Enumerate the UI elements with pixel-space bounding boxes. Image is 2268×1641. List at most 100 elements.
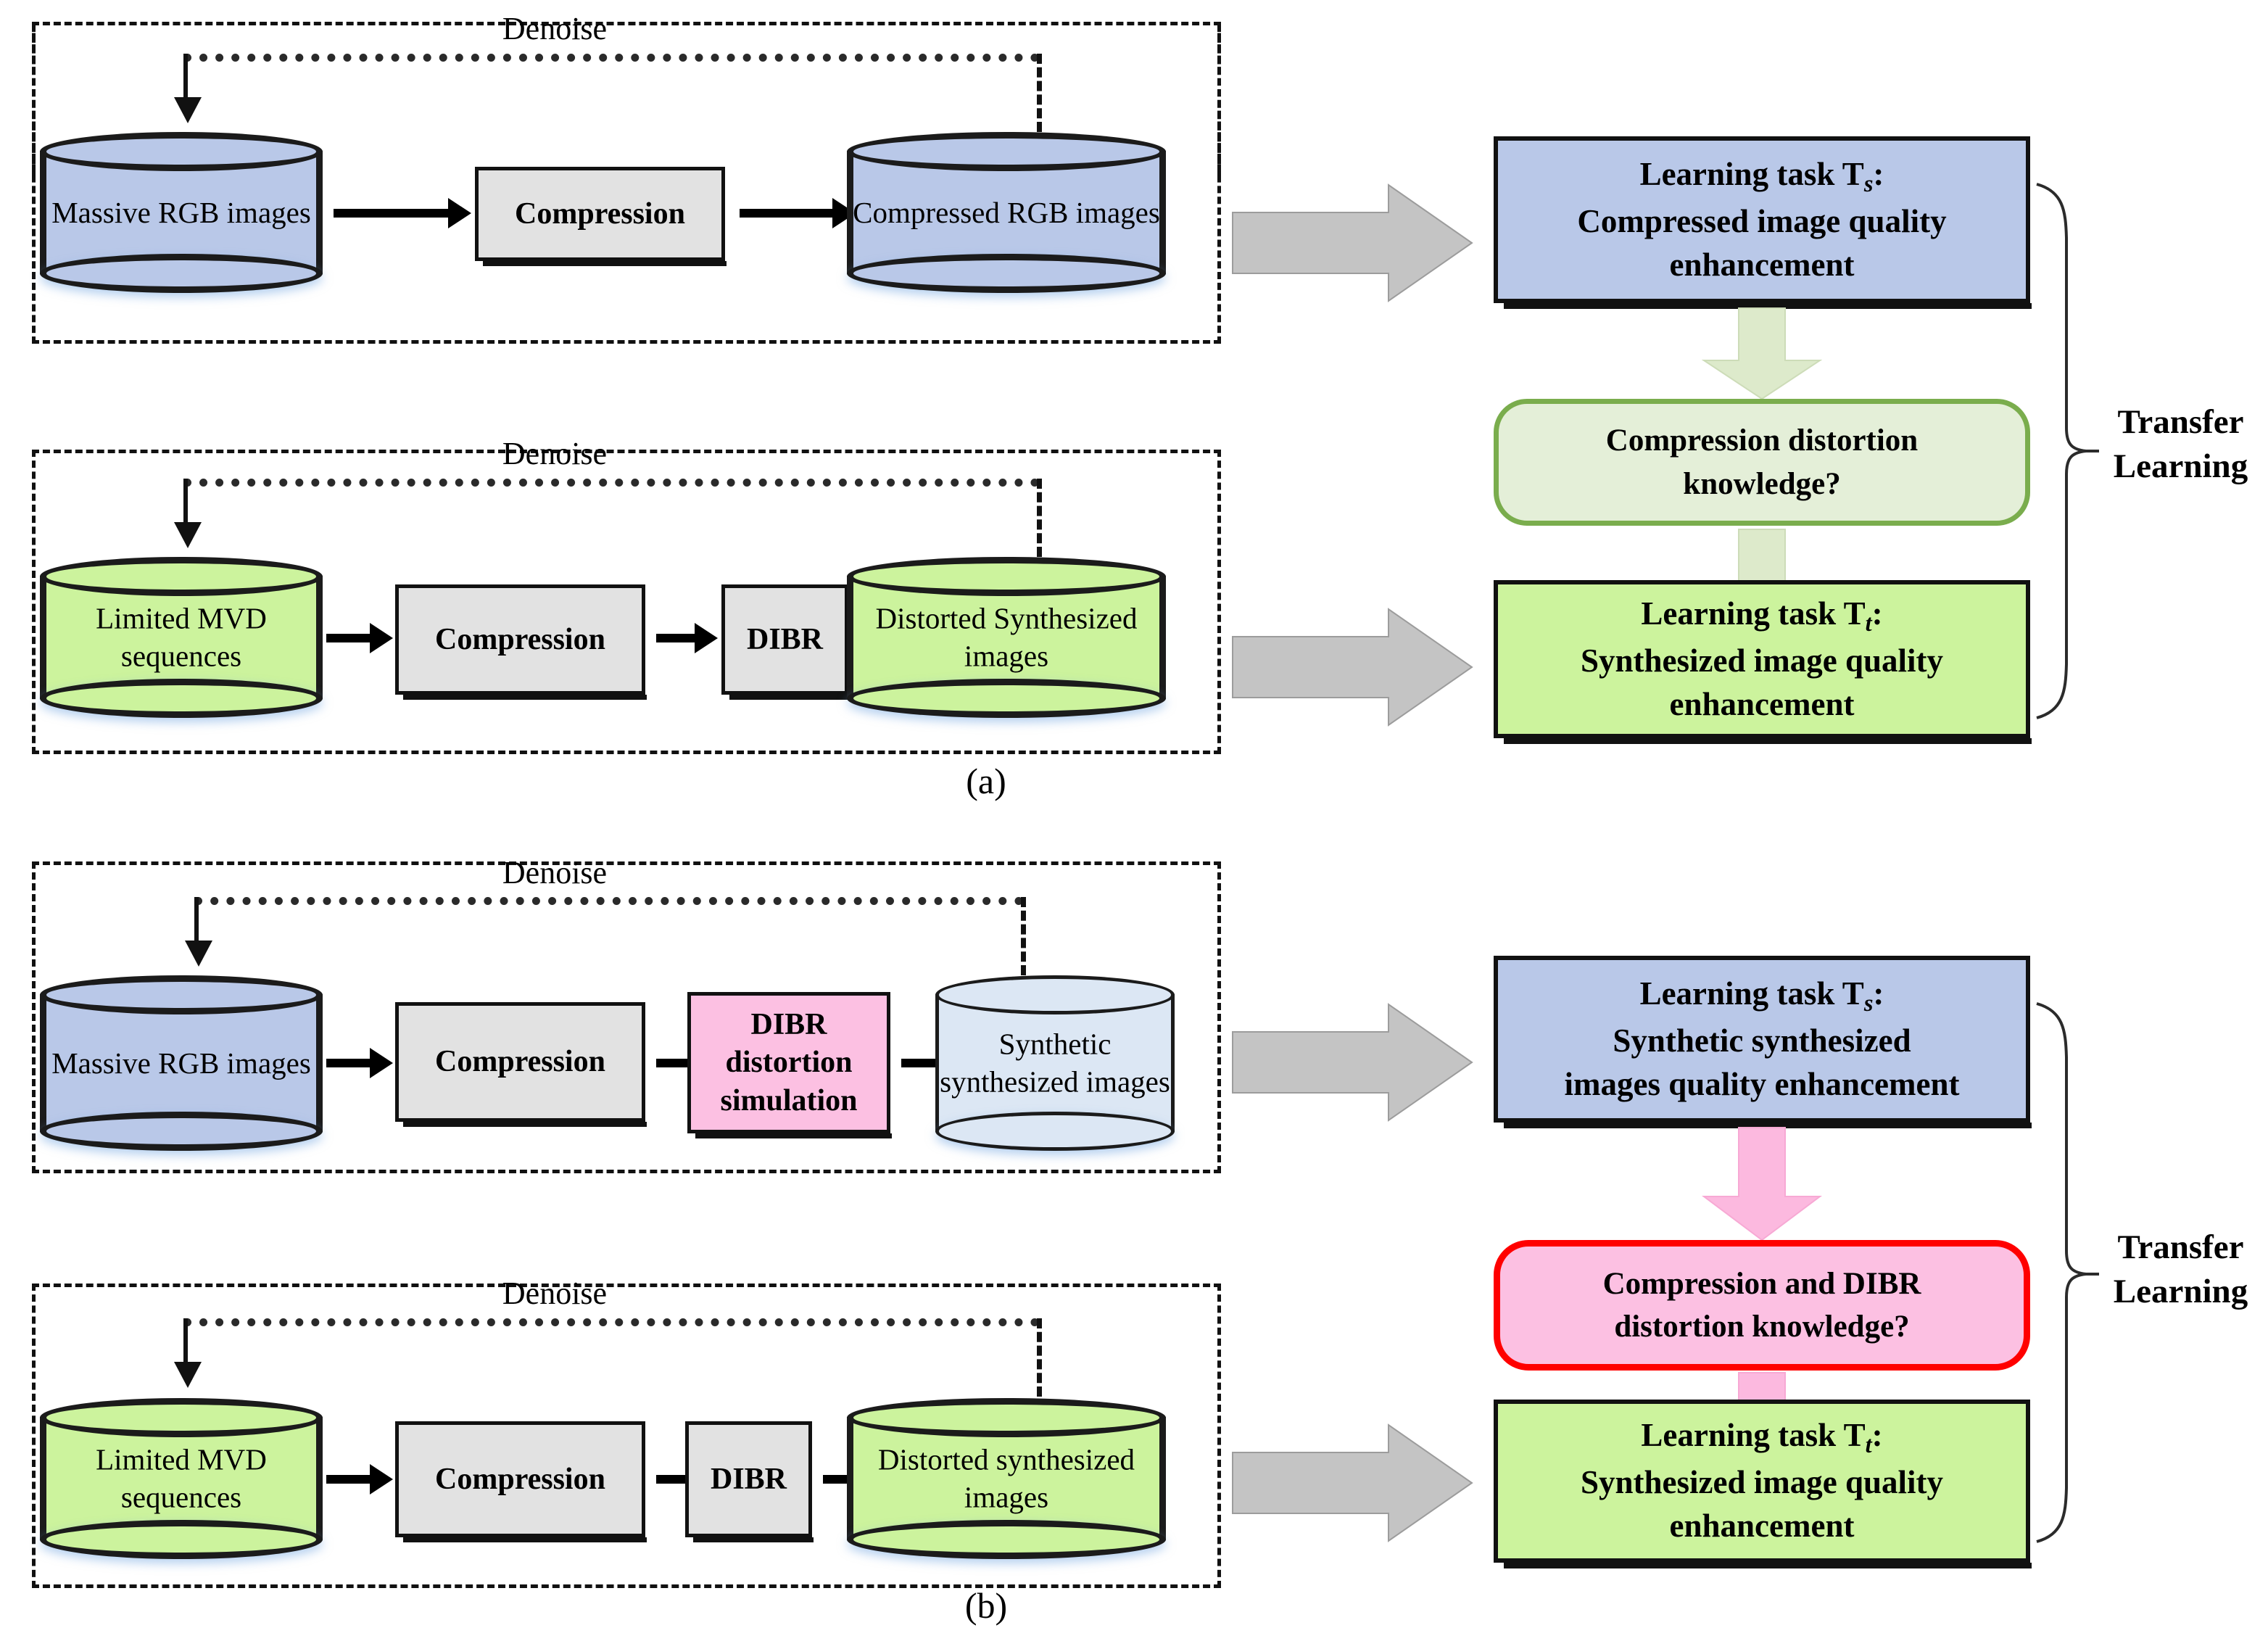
process-label: Compression	[515, 197, 685, 231]
block-arrow-a-source-to-task	[1232, 183, 1473, 302]
task-line-2: Compressed image quality	[1577, 202, 1947, 239]
arrow-dibr-sim-to-synthetic-b	[901, 1059, 941, 1067]
transfer-learning-brace-a	[2034, 181, 2099, 719]
cylinder-top-ellipse	[847, 557, 1166, 596]
task-line-1-tail: :	[1871, 595, 1883, 632]
cylinder-bottom-ellipse	[935, 1112, 1175, 1151]
cylinder-bottom-ellipse	[847, 679, 1166, 718]
panel-a-target-dashed-container	[32, 450, 1221, 754]
process-label: DIBR	[746, 622, 824, 656]
cylinder-top-ellipse	[847, 1398, 1166, 1437]
process-dibr-a-target: DIBR	[721, 584, 850, 700]
denoise-dotted-line-a-source	[183, 54, 1039, 62]
knowledge-box-b: Compression and DIBR distortion knowledg…	[1494, 1240, 2030, 1371]
denoise-dash-drop-a-source	[1037, 54, 1042, 132]
cylinder-label: Limited MVD sequences	[96, 601, 267, 673]
cylinder-massive-rgb-images-a: Massive RGB images	[40, 132, 323, 293]
task-line-1-tail: :	[1873, 155, 1884, 192]
process-label: Compression	[435, 1462, 605, 1496]
denoise-dotted-line-b-source	[194, 897, 1023, 905]
knowledge-arrow-down-b-top	[1702, 1127, 1822, 1241]
panel-caption-a: (a)	[966, 761, 1006, 801]
denoise-dotted-line-a-target	[183, 479, 1039, 487]
knowledge-line-2: distortion knowledge?	[1614, 1310, 1910, 1344]
cylinder-synthetic-synthesized-images-b: Synthetic synthesized images	[935, 975, 1175, 1151]
task-box-text: Learning task Tt: Synthesized image qual…	[1581, 1414, 1943, 1548]
knowledge-arrow-down-a-top	[1701, 307, 1823, 400]
cylinder-bottom-ellipse	[40, 1112, 323, 1151]
task-line-2: Synthetic synthesized	[1613, 1022, 1911, 1059]
process-dibr-distortion-simulation-b: DIBR distortion simulation	[687, 992, 892, 1138]
task-line-1: Learning task T	[1641, 1417, 1866, 1454]
task-line-3: enhancement	[1669, 1508, 1855, 1545]
brace-line-1: Transfer	[2117, 403, 2244, 441]
cylinder-bottom-ellipse	[40, 679, 323, 718]
knowledge-line-1: Compression and DIBR	[1602, 1266, 1921, 1301]
cylinder-limited-mvd-sequences-a: Limited MVD sequences	[40, 557, 323, 718]
task-line-3: enhancement	[1669, 685, 1855, 722]
task-line-1-tail: :	[1871, 1417, 1883, 1454]
cylinder-bottom-ellipse	[40, 254, 323, 293]
arrow-compression-to-dibr-sim-b	[656, 1059, 696, 1067]
denoise-dash-drop-a-target	[1037, 479, 1042, 557]
denoise-dash-drop-b-source	[1021, 897, 1026, 975]
task-line-3: images quality enhancement	[1564, 1065, 1960, 1102]
knowledge-line-1: Compression distortion	[1605, 423, 1919, 458]
task-box-target-a: Learning task Tt: Synthesized image qual…	[1494, 580, 2032, 744]
cylinder-body	[40, 994, 323, 1132]
denoise-label-b-source: Denoise	[502, 855, 608, 890]
task-subscript: s	[1863, 170, 1874, 197]
task-line-1: Learning task T	[1639, 975, 1864, 1012]
task-box-source-b: Learning task Ts: Synthetic synthesized …	[1494, 956, 2032, 1128]
task-box-text: Learning task Ts: Compressed image quali…	[1577, 153, 1946, 287]
process-label: DIBR	[710, 1462, 787, 1496]
process-label: Compression	[435, 1045, 605, 1079]
cylinder-label: Compressed RGB images	[853, 195, 1160, 229]
cylinder-limited-mvd-sequences-b: Limited MVD sequences	[40, 1398, 323, 1559]
task-box-target-b: Learning task Tt: Synthesized image qual…	[1494, 1400, 2032, 1568]
panel-b-target-dashed-container	[32, 1284, 1221, 1588]
brace-line-1: Transfer	[2117, 1228, 2244, 1266]
cylinder-distorted-synthesized-images-a: Distorted Synthesized images	[847, 557, 1166, 718]
arrow-rgb-to-compression-b	[326, 1059, 371, 1067]
cylinder-top-ellipse	[935, 975, 1175, 1014]
denoise-arrow-down-a-source	[174, 54, 202, 123]
knowledge-text: Compression distortion knowledge?	[1606, 419, 1918, 505]
cylinder-top-ellipse	[40, 975, 323, 1014]
arrow-compression-to-compressed-a	[740, 209, 834, 218]
arrow-compression-to-dibr-a	[656, 634, 696, 642]
brace-line-2: Learning	[2113, 447, 2248, 486]
block-arrow-a-target-to-task	[1232, 608, 1473, 727]
cylinder-distorted-synthesized-images-b: Distorted synthesized images	[847, 1398, 1166, 1559]
task-subscript: t	[1865, 1432, 1872, 1459]
task-line-3: enhancement	[1669, 246, 1855, 283]
arrow-mvd-to-compression-a	[326, 634, 371, 642]
task-line-2: Synthesized image quality	[1580, 1464, 1944, 1501]
denoise-arrow-down-b-source	[185, 897, 212, 967]
task-subscript: t	[1865, 610, 1872, 637]
denoise-dotted-line-b-target	[183, 1318, 1039, 1326]
cylinder-bottom-ellipse	[847, 1520, 1166, 1559]
denoise-dash-drop-b-target	[1037, 1318, 1042, 1397]
arrow-rgb-to-compression-a	[334, 209, 450, 218]
process-label: DIBR distortion simulation	[720, 1007, 858, 1117]
cylinder-top-ellipse	[40, 557, 323, 596]
cylinder-label: Distorted Synthesized images	[875, 601, 1138, 673]
process-label: Compression	[435, 622, 605, 656]
transfer-learning-label-b: Transfer Learning	[2095, 1225, 2266, 1314]
task-line-1-tail: :	[1873, 975, 1884, 1012]
transfer-learning-brace-b	[2034, 1001, 2099, 1545]
arrow-mvd-to-compression-b	[326, 1475, 371, 1484]
cylinder-label: Synthetic synthesized images	[940, 1027, 1170, 1099]
process-dibr-b-target: DIBR	[685, 1421, 814, 1542]
panel-caption-b: (b)	[964, 1585, 1008, 1626]
task-subscript: s	[1863, 990, 1874, 1017]
task-box-text: Learning task Ts: Synthetic synthesized …	[1565, 972, 1960, 1107]
brace-line-2: Learning	[2113, 1273, 2248, 1311]
task-line-1: Learning task T	[1641, 595, 1866, 632]
task-box-source-a: Learning task Ts: Compressed image quali…	[1494, 136, 2032, 309]
task-box-text: Learning task Tt: Synthesized image qual…	[1581, 592, 1943, 727]
block-arrow-b-source-to-task	[1232, 1003, 1473, 1122]
denoise-arrow-down-b-target	[174, 1318, 202, 1388]
cylinder-massive-rgb-images-b: Massive RGB images	[40, 975, 323, 1151]
